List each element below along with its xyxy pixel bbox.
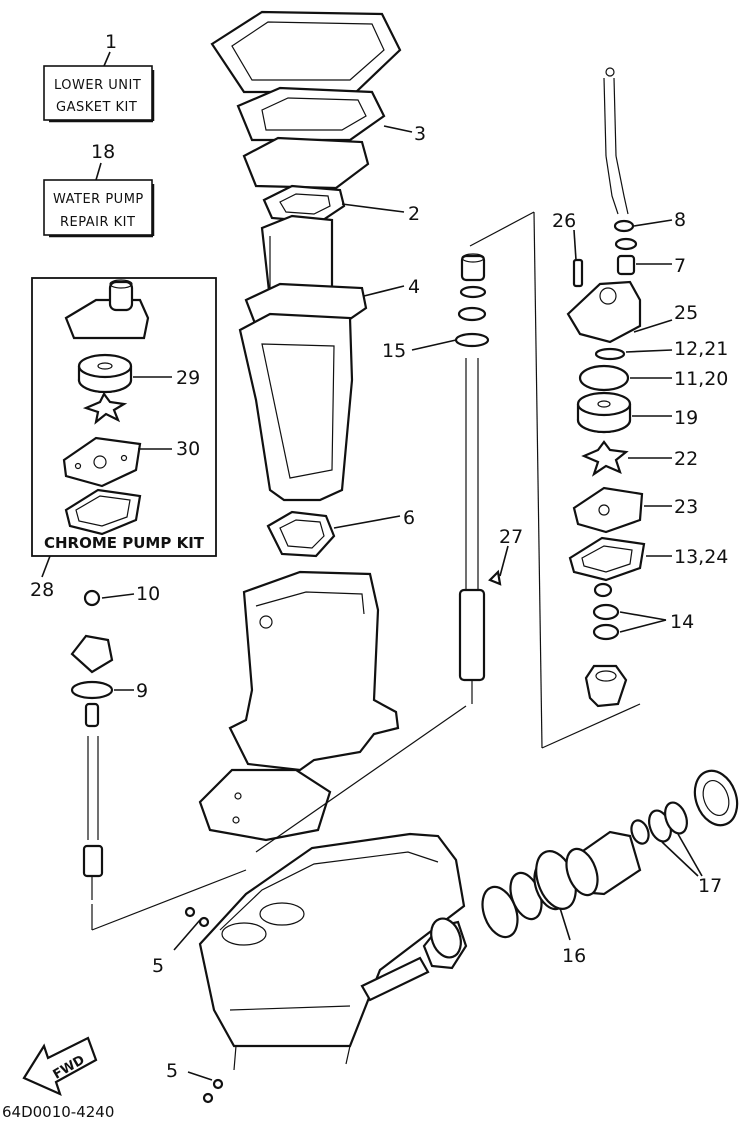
callout-25: 25 [674, 302, 698, 324]
chrome-pump-kit-box: 29 30 CHROME PUMP KIT [31, 277, 217, 557]
callout-6: 6 [403, 507, 415, 529]
callout-9: 9 [136, 680, 148, 702]
callout-15: 15 [382, 340, 406, 362]
water-pump-assembly [566, 67, 646, 708]
callout-16: 16 [562, 945, 586, 967]
callout-27: 27 [499, 526, 523, 548]
forward-direction-arrow: FWD [22, 1036, 98, 1097]
callout-30: 30 [176, 438, 200, 460]
callout-12-21: 12,21 [674, 338, 728, 360]
callout-28: 28 [30, 579, 54, 601]
driveshaft-housing [198, 570, 400, 842]
water-pump-repair-kit-box: 18 WATER PUMP REPAIR KIT [43, 141, 155, 238]
lower-unit-gasket-kit-box: 1 LOWER UNIT GASKET KIT [43, 31, 155, 123]
lower-unit-kit-line2: GASKET KIT [56, 100, 137, 115]
callout-22: 22 [674, 448, 698, 470]
callout-26: 26 [552, 210, 576, 232]
callout-23: 23 [674, 496, 698, 518]
callout-2: 2 [408, 203, 420, 225]
lower-casing [184, 832, 466, 1104]
callout-19: 19 [674, 407, 698, 429]
callout-4: 4 [408, 276, 420, 298]
lower-unit-kit-line1: LOWER UNIT [54, 78, 141, 93]
callout-3: 3 [414, 123, 426, 145]
assembly-guide-lines [91, 211, 641, 931]
callout-5-upper: 5 [152, 955, 164, 977]
driveshaft-assembly [454, 253, 502, 704]
callout-10: 10 [136, 583, 160, 605]
propeller-shaft-assembly [422, 769, 739, 970]
callout-5-lower: 5 [166, 1060, 178, 1082]
callout-18: 18 [91, 141, 115, 163]
diagram-code: 64D0010-4240 [2, 1103, 114, 1121]
callout-8: 8 [674, 209, 686, 231]
chrome-pump-kit-label: CHROME PUMP KIT [44, 534, 205, 552]
callout-1: 1 [105, 31, 117, 53]
callout-11-20: 11,20 [674, 368, 728, 390]
water-pump-kit-line1: WATER PUMP [53, 192, 144, 207]
water-pump-kit-line2: REPAIR KIT [60, 215, 135, 230]
shift-rod-assembly [70, 589, 114, 900]
callout-14: 14 [670, 611, 694, 633]
callout-13-24: 13,24 [674, 546, 728, 568]
callout-7: 7 [674, 255, 686, 277]
upper-casing-stack [210, 10, 402, 558]
callout-29: 29 [176, 367, 200, 389]
callout-17: 17 [698, 875, 722, 897]
